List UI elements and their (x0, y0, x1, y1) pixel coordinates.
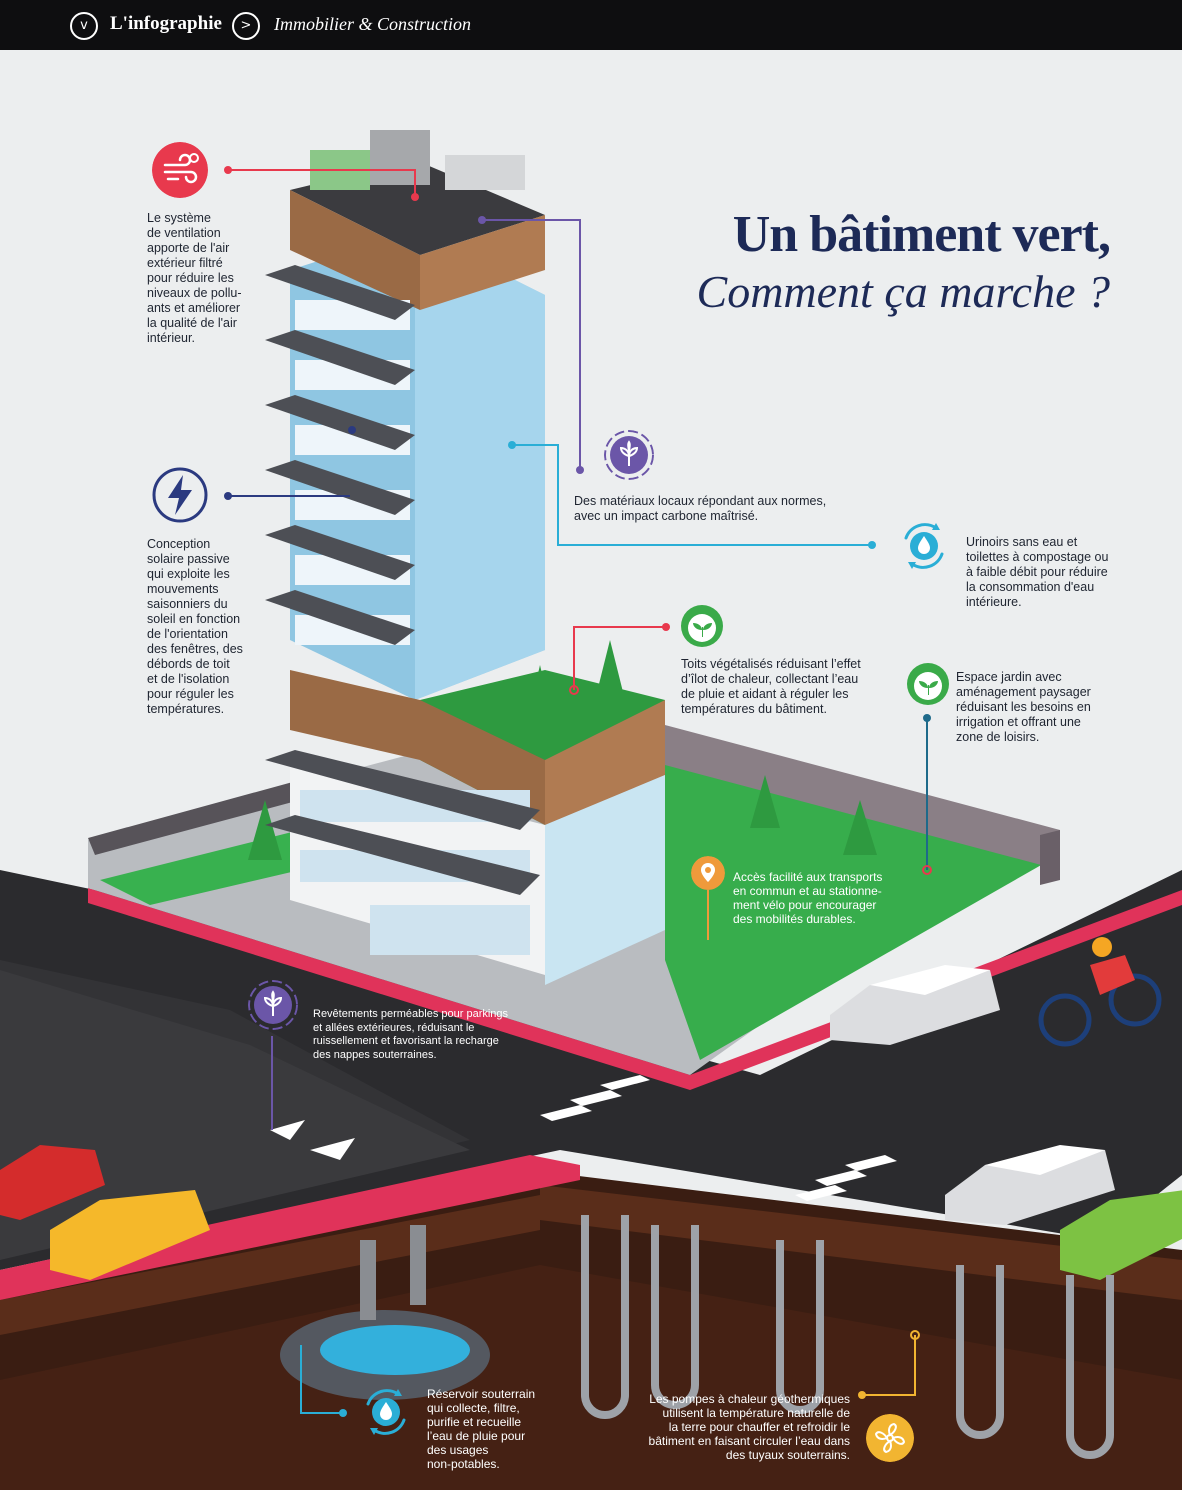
callout-jardin-text: Espace jardin avec aménagement paysager … (956, 670, 1091, 744)
wind-icon (152, 142, 208, 198)
map-pin-icon (691, 856, 725, 890)
sprout-icon (907, 663, 949, 705)
callout-solaire-text: Conception solaire passive qui exploite … (147, 537, 243, 716)
chevron-right-icon: > (232, 12, 260, 40)
car-yellow (50, 1190, 210, 1280)
fan-icon (866, 1414, 914, 1462)
chevron-down-icon[interactable]: v (70, 12, 98, 40)
water-cycle-icon (366, 1389, 406, 1435)
building-illustration (0, 130, 1182, 1490)
leader-lines (228, 169, 928, 1414)
car-green (1060, 1190, 1182, 1280)
callout-revetements-text: Revêtements perméables pour parkings et … (313, 1008, 509, 1061)
callout-ventilation-text: Le système de ventilation apporte de l'a… (147, 211, 242, 345)
sprout-icon (681, 605, 723, 647)
brand-label[interactable]: L'infographie (110, 13, 222, 34)
leaf-badge-icon (604, 430, 654, 480)
van-top (830, 965, 1000, 1045)
cyclist (1038, 937, 1162, 1047)
water-cycle-icon (904, 523, 944, 569)
callout-reservoir-text: Réservoir souterrain qui collecte, filtr… (427, 1387, 536, 1471)
section-breadcrumb[interactable]: Immobilier & Construction (274, 14, 471, 34)
title-line-1: Un bâtiment vert, (732, 206, 1111, 263)
lightning-icon (152, 467, 208, 523)
van-bottom (945, 1145, 1115, 1225)
callout-materiaux-text: Des matériaux locaux répondant aux norme… (574, 494, 827, 523)
car-red (0, 1145, 105, 1220)
callout-toits-text: Toits végétalisés réduisant l’effet d’îl… (681, 657, 861, 716)
top-bar: v L'infographie > Immobilier & Construct… (0, 0, 1182, 50)
callout-pompes-text: Les pompes à chaleur géothermiques utili… (648, 1392, 850, 1462)
callout-urinoirs-text: Urinoirs sans eau et toilettes à compost… (966, 535, 1109, 609)
title-line-2: Comment ça marche ? (696, 266, 1110, 317)
leaf-badge-icon (248, 980, 298, 1030)
callout-transports-text: Accès facilité aux transports en commun … (733, 870, 883, 926)
